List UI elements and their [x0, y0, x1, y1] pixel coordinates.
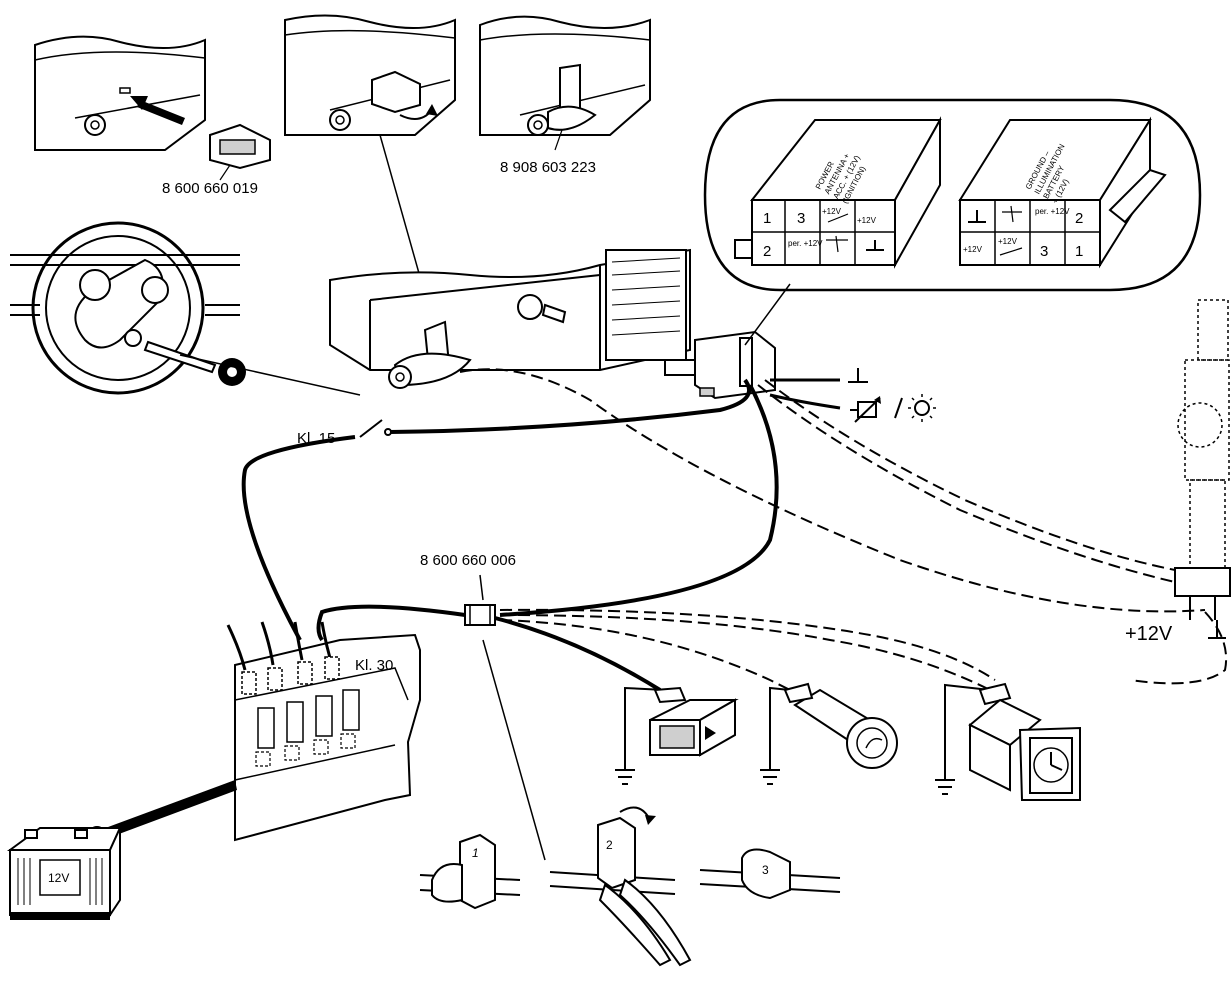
wire-junction-to-fusebox: [316, 604, 466, 642]
slash-separator: [894, 397, 903, 419]
crimp-step-1-number: 1: [472, 846, 479, 860]
battery-icon: [6, 827, 122, 920]
connector-b-ground-icon: [968, 210, 986, 223]
dashed-wires: [459, 368, 1228, 691]
crimp-step-3-number: 3: [762, 863, 769, 877]
wire-junction-to-switch: [494, 616, 662, 692]
radio-back-view-1: [34, 35, 206, 151]
ground-icon-clock: [935, 770, 955, 795]
rocker-switch: [615, 686, 739, 785]
supply-12v-label: +12V: [1125, 623, 1173, 645]
wire-radio-to-kl15: [389, 378, 752, 434]
fuse-box: [226, 621, 421, 842]
kl15-label: Kl. 15: [297, 430, 335, 447]
connector-detail-bubble: POWER ANTENNA + ACC. + (12V) (IGNITION) …: [703, 98, 1202, 346]
clock: [935, 682, 1081, 801]
connector-a-12v-b: +12V: [857, 216, 877, 225]
dimmer-symbol-icon: [850, 396, 881, 423]
connector-b-12v-a: +12V: [963, 245, 983, 254]
ground-icon-switch: [615, 760, 635, 785]
kl30-label: Kl. 30: [355, 657, 393, 674]
radio-unit: [329, 248, 691, 389]
light-symbol-icon: [908, 394, 936, 422]
battery-label: 12V: [48, 871, 69, 885]
radio-back-view-2: [284, 14, 456, 136]
dimmer-wire: [769, 393, 841, 410]
connector-b-per-12v: per. +12V: [1035, 207, 1070, 216]
connector-a-dimmer-icon: [826, 235, 848, 253]
connector-b-switch-icon: [999, 247, 1023, 256]
radio-back-view-3: [479, 15, 651, 136]
crimp-step-3: [699, 848, 841, 900]
cigarette-lighter: [760, 682, 898, 785]
connector-a-switch-icon: [827, 213, 849, 223]
wire-radio-to-junction: [499, 384, 779, 617]
steering-wheel-dashboard: [10, 221, 246, 395]
connector-b-dimmer-icon: [1002, 205, 1022, 223]
connector-b-pin-1: 1: [1075, 243, 1083, 260]
connector-a-pin-1: 1: [763, 210, 771, 227]
antenna: [1174, 299, 1231, 639]
part-number-clip-1: 8 600 660 019: [162, 180, 258, 197]
crimp-step-2: [549, 806, 692, 967]
ground-icon-lighter: [760, 760, 780, 785]
crimp-step-2-number: 2: [606, 838, 613, 852]
leader-ignition: [179, 354, 361, 396]
part-number-connector: 8 600 660 006: [420, 552, 516, 569]
part-number-clip-2: 8 908 603 223: [500, 159, 596, 176]
battery-cable: [100, 780, 237, 840]
ground-symbol-icon: [848, 368, 868, 383]
connector-a-pin-2: 2: [763, 243, 771, 260]
connector-b-12v-b: +12V: [998, 237, 1018, 246]
connector-a-12v-a: +12V: [822, 207, 842, 216]
antenna-ground-icon: [1208, 620, 1226, 639]
connector-a-per-12v: per. +12V: [788, 239, 823, 248]
clip-part-1: [209, 123, 271, 181]
connector-a-pin-3: 3: [797, 210, 805, 227]
junction-connector: [464, 574, 546, 861]
ignition-switch-kl15: [359, 419, 392, 438]
wire-kl15-to-fusebox: [241, 435, 356, 641]
connector-b-pin-2: 2: [1075, 210, 1083, 227]
connector-b-pin-3: 3: [1040, 243, 1048, 260]
crimp-step-1: [419, 833, 521, 910]
connector-a-ground-icon: [866, 240, 884, 251]
